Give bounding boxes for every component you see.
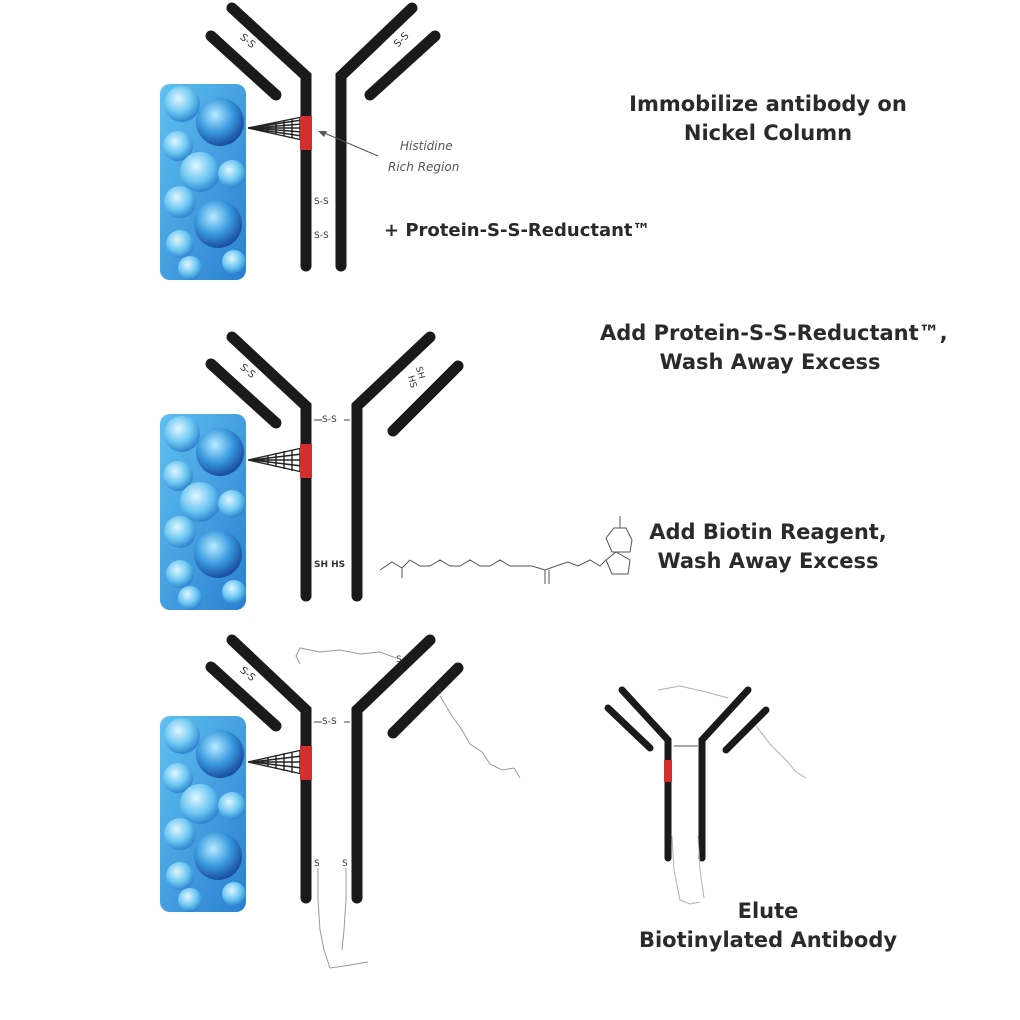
step-4-text: Elute Biotinylated Antibody bbox=[618, 897, 918, 955]
hinge-bond-label: S-S bbox=[314, 231, 329, 241]
bond-label: SH bbox=[413, 366, 426, 381]
step-1-text: Immobilize antibody on Nickel Column bbox=[618, 90, 918, 148]
antibody-1 bbox=[205, 2, 441, 272]
biotin-molecule-icon bbox=[379, 516, 633, 584]
callout-line-2: Rich Region bbox=[388, 160, 459, 174]
hinge-bond-label: S-S bbox=[322, 415, 337, 425]
callout-arrowhead bbox=[318, 131, 327, 137]
thiol-label: SH HS bbox=[314, 560, 345, 570]
step-2-line-2: Wash Away Excess bbox=[659, 350, 881, 374]
step-4-line-1: Elute bbox=[737, 899, 799, 923]
step-2-text: Add Protein-S-S-Reductant™, Wash Away Ex… bbox=[600, 319, 948, 377]
binding-lines bbox=[247, 116, 303, 141]
step-3-line-2: Wash Away Excess bbox=[657, 549, 879, 573]
panel-2: S-S S-S SH HS SH HS bbox=[160, 331, 633, 610]
histidine-region bbox=[300, 746, 312, 780]
eluted-antibody bbox=[604, 685, 807, 905]
antibody-3 bbox=[205, 634, 464, 904]
nickel-column-beads-icon bbox=[160, 414, 246, 610]
antibody-2 bbox=[205, 331, 464, 602]
step-3-line-1: Add Biotin Reagent, bbox=[649, 520, 887, 544]
bond-label: S bbox=[342, 859, 348, 869]
binding-lines bbox=[247, 749, 303, 775]
binding-lines bbox=[247, 447, 303, 473]
biotin-chain-icon bbox=[657, 685, 807, 905]
bond-label: S-S bbox=[392, 31, 411, 50]
nickel-column-beads-icon bbox=[160, 84, 246, 280]
histidine-region bbox=[300, 444, 312, 478]
step-1-line-1: Immobilize antibody on bbox=[629, 92, 907, 116]
bond-label: S bbox=[436, 687, 442, 697]
bond-label: HS bbox=[405, 375, 418, 390]
bond-label: S bbox=[396, 655, 402, 665]
bond-label: S bbox=[314, 859, 320, 869]
callout-arrow bbox=[321, 131, 379, 157]
hinge-bond-label: S-S bbox=[322, 717, 337, 727]
step-3-text: Add Biotin Reagent, Wash Away Excess bbox=[618, 518, 918, 576]
histidine-region bbox=[300, 116, 312, 150]
hinge-bond-label: S-S bbox=[314, 197, 329, 207]
histidine-region bbox=[664, 760, 672, 782]
step-1-line-2: Nickel Column bbox=[683, 121, 853, 145]
callout-line-1: Histidine bbox=[400, 139, 453, 153]
step-4-line-2: Biotinylated Antibody bbox=[638, 928, 898, 952]
nickel-column-beads-icon bbox=[160, 716, 246, 912]
biotin-chain-icon bbox=[295, 647, 521, 969]
step-2-line-1: Add Protein-S-S-Reductant™, bbox=[600, 321, 948, 345]
panel-1: S-S S-S S-S S-S Histidine Rich Region + … bbox=[160, 2, 651, 280]
panel-3: S-S S-S S S S S bbox=[160, 634, 521, 969]
reagent-label: + Protein-S-S-Reductant™ bbox=[384, 220, 651, 241]
